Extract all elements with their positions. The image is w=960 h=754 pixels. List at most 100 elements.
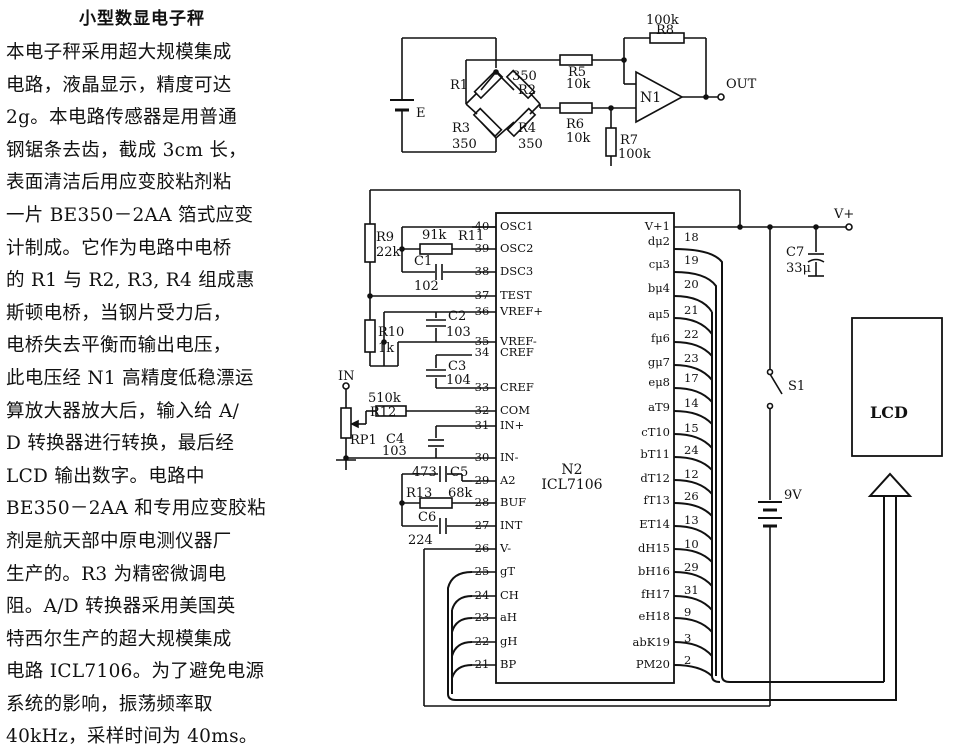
label-c3-value: 104 [446, 373, 471, 388]
article-line: 表面清洁后用应变胶粘剂粘 [6, 172, 232, 194]
article-line: 计制成。它作为电路中电桥 [6, 237, 232, 259]
pin-number-right: 18 [684, 230, 699, 244]
label-r6: R6 [566, 117, 584, 132]
pin-name-left: IN- [500, 450, 519, 464]
pin-name-left: A2 [499, 473, 516, 487]
label-s1: S1 [788, 379, 805, 394]
pin-number-right: 15 [684, 421, 699, 435]
pin-name-left: IN+ [500, 418, 524, 432]
pin-name-left: CH [500, 588, 519, 602]
pin-name-left: OSC2 [500, 241, 533, 255]
pin-number-left: 23 [475, 610, 490, 624]
pin-name-left: OSC1 [500, 219, 533, 233]
pin-number-left: 28 [475, 495, 490, 509]
label-r10-value: 1k [378, 341, 394, 356]
label-r13: R13 [406, 486, 432, 501]
article-line: 特西尔生产的超大规模集成 [6, 628, 232, 650]
pin-name-right: dμ2 [648, 234, 670, 248]
article-line: 2g。本电路传感器是用普通 [6, 107, 238, 129]
label-c2: C2 [448, 309, 466, 324]
pin-number-right: 29 [684, 560, 699, 574]
label-c7-value: 33μ [786, 261, 811, 276]
pin-name-left: aH [500, 610, 517, 624]
label-r11: R11 [458, 229, 484, 244]
label-c3: C3 [448, 359, 466, 374]
label-c6: C6 [418, 510, 436, 525]
pin-name-right: eH18 [639, 609, 670, 623]
pin-number-right: 22 [684, 327, 699, 341]
pin-name-right: bH16 [638, 564, 670, 578]
label-r2: R2 [518, 83, 536, 98]
article-line: 算放大器放大后，输入给 A/ [6, 400, 240, 422]
pin-number-right: 20 [684, 277, 699, 291]
pin-name-right: aμ5 [648, 307, 670, 321]
pin-number-right: 31 [684, 583, 699, 597]
label-r1: R1 [450, 78, 468, 93]
pin-number-right: 10 [684, 537, 699, 551]
label-c4: C4 [386, 432, 404, 447]
resistor-r10 [364, 319, 376, 353]
pin-number-right: 19 [684, 253, 699, 267]
pin-number-right: 23 [684, 351, 699, 365]
ic-part: ICL7106 [541, 477, 602, 493]
label-r13-value: 68k [448, 486, 473, 501]
article-line: 电桥失去平衡而输出电压， [6, 335, 232, 357]
pin-name-right: aT9 [648, 400, 670, 414]
bridge-section [390, 32, 725, 166]
pin-number-left: 22 [475, 634, 490, 648]
label-out: OUT [726, 77, 757, 92]
pin-number-right: 24 [684, 443, 699, 457]
pin-number-left: 24 [475, 588, 490, 602]
article-line: LCD 输出数字。电路中 [6, 465, 205, 487]
pin-name-right: fT13 [643, 493, 670, 507]
label-rp1: RP1 [350, 433, 377, 448]
label-c1-value: 102 [414, 279, 439, 294]
pin-name-right: V+1 [644, 219, 670, 233]
label-r9-value: 22k [376, 245, 401, 260]
article-line: D 转换器进行转换，最后经 [6, 433, 235, 455]
pin-number-left: 37 [475, 288, 490, 302]
article-line: 一片 BE350－2AA 箔式应变 [6, 204, 254, 226]
left-segment-bus [447, 496, 897, 701]
pin-name-left: INT [500, 518, 523, 532]
ic-name: N2 [561, 462, 582, 478]
article-line: 阻。A/D 转换器采用美国英 [6, 596, 236, 618]
label-r11-value: 91k [422, 228, 447, 243]
pin-name-left: gH [500, 634, 517, 648]
capacitor-c7-plate-b [807, 258, 825, 263]
left-pin-leads [472, 226, 496, 666]
pin-name-left: VREF- [499, 334, 537, 348]
pin-number-right: 3 [684, 631, 691, 645]
circuit-diagram: E R1 R2 350 R3 350 R4 350 R5 10k R6 10k … [336, 13, 943, 707]
pin-name-left: DSC3 [500, 264, 533, 278]
article-line: 斯顿电桥，当钢片受力后， [6, 302, 232, 324]
resistor-r7 [605, 127, 617, 157]
label-c5-value: 473 [412, 465, 437, 480]
reference-network [364, 293, 472, 389]
oscillator-network [364, 189, 740, 297]
article-line: 系统的影响，振荡频率取 [6, 693, 213, 715]
label-r5: R5 [568, 65, 586, 80]
label-r12: R12 [370, 405, 396, 420]
pin-name-left: V- [499, 541, 511, 555]
pin-name-right: cT10 [641, 425, 670, 439]
pin-name-left: CREF [500, 380, 534, 394]
resistor-r6 [559, 102, 593, 114]
resistor-r1 [473, 69, 504, 100]
article-line: BE350－2AA 和专用应变胶粘 [6, 498, 266, 520]
label-9v: 9V [784, 488, 802, 503]
pin-name-right: cμ3 [649, 257, 670, 271]
opamp-n1 [635, 70, 684, 124]
pin-name-right: dH15 [638, 541, 670, 555]
pin-name-right: dT12 [640, 471, 670, 485]
pin-number-left: 25 [475, 564, 490, 578]
label-r3-value: 350 [452, 137, 477, 152]
switch-s1 [769, 373, 783, 395]
label-r10: R10 [378, 325, 404, 340]
pin-number-left: 34 [475, 345, 490, 359]
pin-number-left: 40 [475, 219, 490, 233]
pin-number-left: 31 [475, 418, 490, 432]
resistor-r3 [472, 107, 503, 138]
